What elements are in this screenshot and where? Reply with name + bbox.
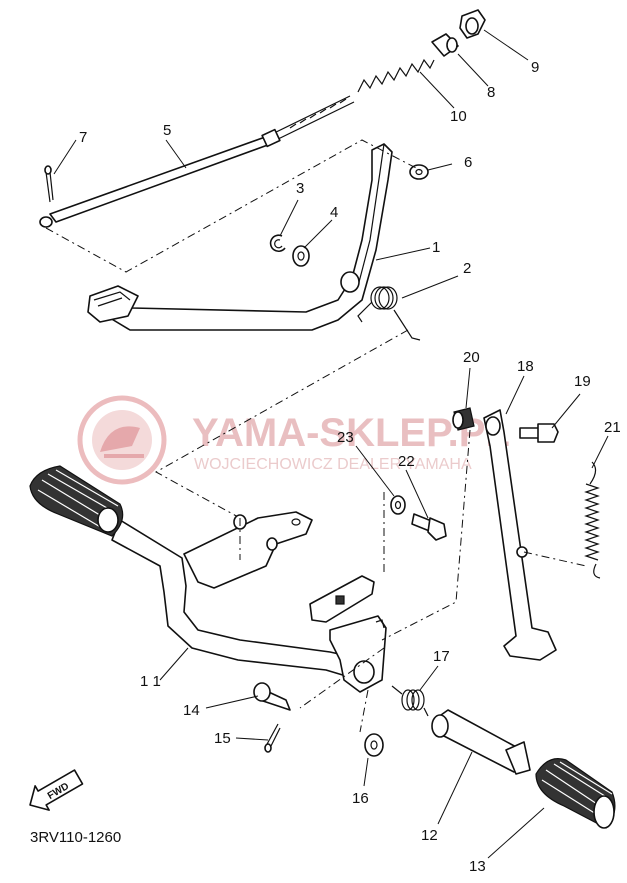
callout-11: 1 1 bbox=[140, 673, 161, 690]
part-side-stand bbox=[483, 409, 557, 661]
part-pedal-return-spring bbox=[357, 286, 421, 341]
part-pin bbox=[253, 682, 291, 711]
part-stand-spring bbox=[584, 461, 601, 579]
watermark: YAMA-SKLEP.PL WOJCIECHOWICZ DEALER YAMAH… bbox=[77, 395, 510, 485]
part-washer-lower bbox=[364, 733, 384, 757]
diagram-code: 3RV110-1260 bbox=[30, 829, 121, 846]
watermark-logo-icon bbox=[77, 395, 167, 485]
watermark-subtitle: WOJCIECHOWICZ DEALER YAMAHA bbox=[194, 456, 472, 473]
callout-13: 13 bbox=[469, 858, 486, 875]
guide-line bbox=[359, 689, 369, 733]
guide-line bbox=[381, 429, 471, 641]
callout-20: 20 bbox=[463, 349, 480, 366]
part-brake-rod bbox=[39, 95, 355, 228]
callout-15: 15 bbox=[214, 730, 231, 747]
part-circlip bbox=[269, 234, 286, 253]
part-washer bbox=[292, 245, 310, 267]
part-collar bbox=[431, 33, 459, 57]
callout-5: 5 bbox=[163, 122, 171, 139]
callout-2: 2 bbox=[463, 260, 471, 277]
leader-lines bbox=[53, 29, 609, 859]
part-bracket-bolt bbox=[411, 513, 447, 541]
part-cotter-pin-small bbox=[44, 165, 54, 203]
part-footrest-spring bbox=[391, 685, 429, 717]
callout-23: 23 bbox=[337, 429, 354, 446]
part-lock-washer bbox=[390, 495, 406, 515]
part-wing-nut bbox=[459, 9, 486, 39]
callout-19: 19 bbox=[574, 373, 591, 390]
callout-4: 4 bbox=[330, 204, 338, 221]
callout-10: 10 bbox=[450, 108, 467, 125]
callout-22: 22 bbox=[398, 453, 415, 470]
callout-7: 7 bbox=[79, 129, 87, 146]
callout-12: 12 bbox=[421, 827, 438, 844]
part-footrest-rubber bbox=[535, 758, 616, 829]
callout-6: 6 bbox=[464, 154, 472, 171]
part-footrest-shaft bbox=[431, 709, 531, 775]
fwd-arrow-icon: FWD bbox=[29, 769, 84, 811]
callout-14: 14 bbox=[183, 702, 200, 719]
part-stand-bolt bbox=[519, 423, 559, 443]
callout-18: 18 bbox=[517, 358, 534, 375]
callout-9: 9 bbox=[531, 59, 539, 76]
callout-3: 3 bbox=[296, 180, 304, 197]
part-brake-rod-spring bbox=[357, 58, 435, 93]
callout-17: 17 bbox=[433, 648, 450, 665]
callout-1: 1 bbox=[432, 239, 440, 256]
callout-8: 8 bbox=[487, 84, 495, 101]
part-washer-upper bbox=[409, 164, 429, 180]
callout-16: 16 bbox=[352, 790, 369, 807]
callout-21: 21 bbox=[604, 419, 621, 436]
callouts: 1 2 3 4 5 6 7 8 9 10 1 1 12 13 14 15 16 … bbox=[79, 59, 621, 875]
guide-line bbox=[523, 551, 587, 567]
guide-line bbox=[154, 329, 409, 519]
part-brake-pedal bbox=[87, 143, 393, 331]
part-footrest-bar bbox=[29, 465, 387, 693]
part-stand-collar bbox=[452, 407, 475, 431]
part-cotter-pin bbox=[264, 723, 281, 753]
